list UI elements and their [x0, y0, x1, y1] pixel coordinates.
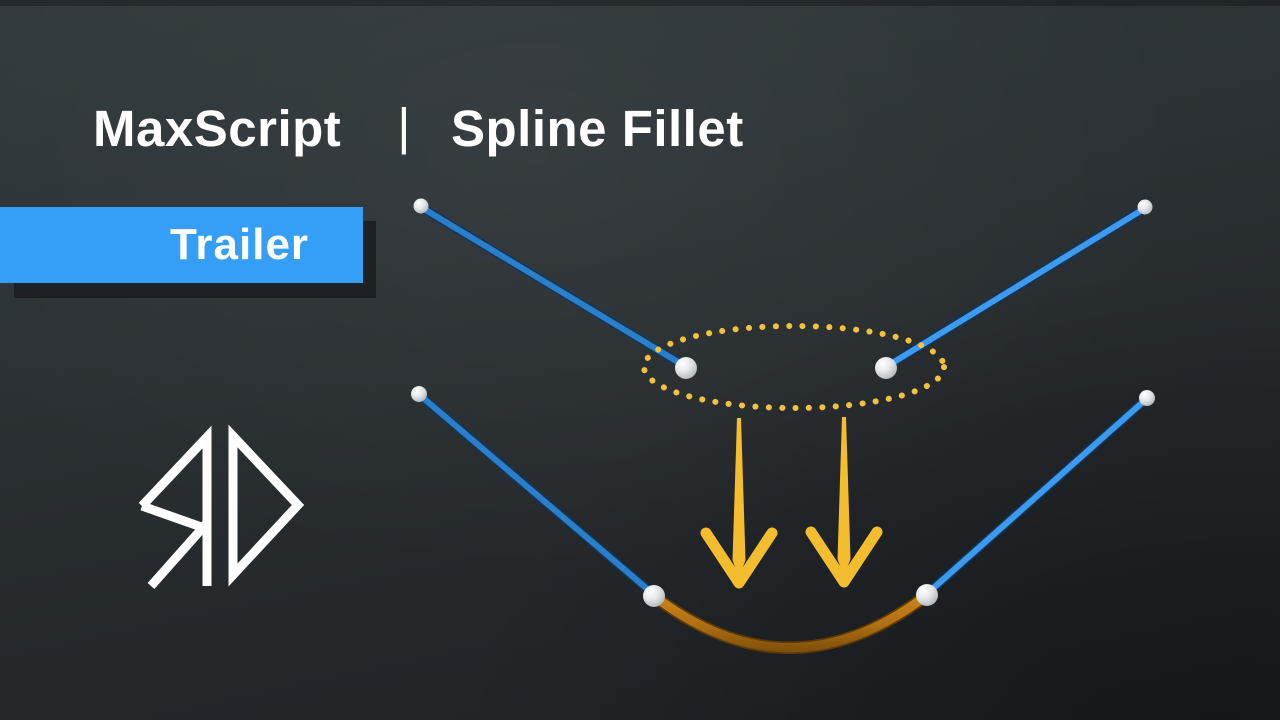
down-arrow-icon — [700, 418, 778, 589]
spline-segment-bottom-right — [926, 398, 1147, 595]
vertex-sphere — [643, 585, 665, 607]
vertex-sphere — [916, 584, 938, 606]
title-separator: | — [397, 98, 411, 155]
vertex-sphere — [411, 386, 427, 402]
fillet-arc — [649, 590, 932, 653]
dotted-ellipse-marker — [641, 323, 947, 411]
arrow-head — [805, 526, 883, 588]
spline-segment-bottom-left — [419, 394, 655, 596]
arrow-shaft — [732, 418, 746, 578]
trailer-badge-label: Trailer — [169, 220, 310, 269]
spline-segment-top-right — [886, 207, 1145, 368]
title-right: Spline Fillet — [451, 100, 744, 157]
rd-monogram-logo — [138, 424, 305, 589]
vertex-sphere — [413, 198, 429, 214]
top-letterbox-edge — [0, 0, 1280, 6]
down-arrows — [700, 417, 883, 589]
title-left: MaxScript — [93, 100, 342, 157]
logo-left-glyph — [138, 425, 212, 589]
spline-segment-top-left — [421, 206, 686, 368]
vertex-sphere — [875, 357, 897, 379]
bottom-splines-after-fillet — [411, 386, 1155, 654]
top-splines-before-fillet — [413, 198, 1153, 411]
page-title: MaxScript | Spline Fillet — [93, 98, 744, 159]
arrow-head — [700, 527, 778, 589]
logo-right-glyph — [228, 424, 305, 587]
vertex-sphere — [675, 357, 697, 379]
arrow-shaft — [837, 417, 851, 577]
down-arrow-icon — [805, 417, 883, 588]
trailer-badge: Trailer — [0, 207, 363, 283]
vertex-sphere — [1137, 199, 1153, 215]
vertex-sphere — [1139, 390, 1155, 406]
